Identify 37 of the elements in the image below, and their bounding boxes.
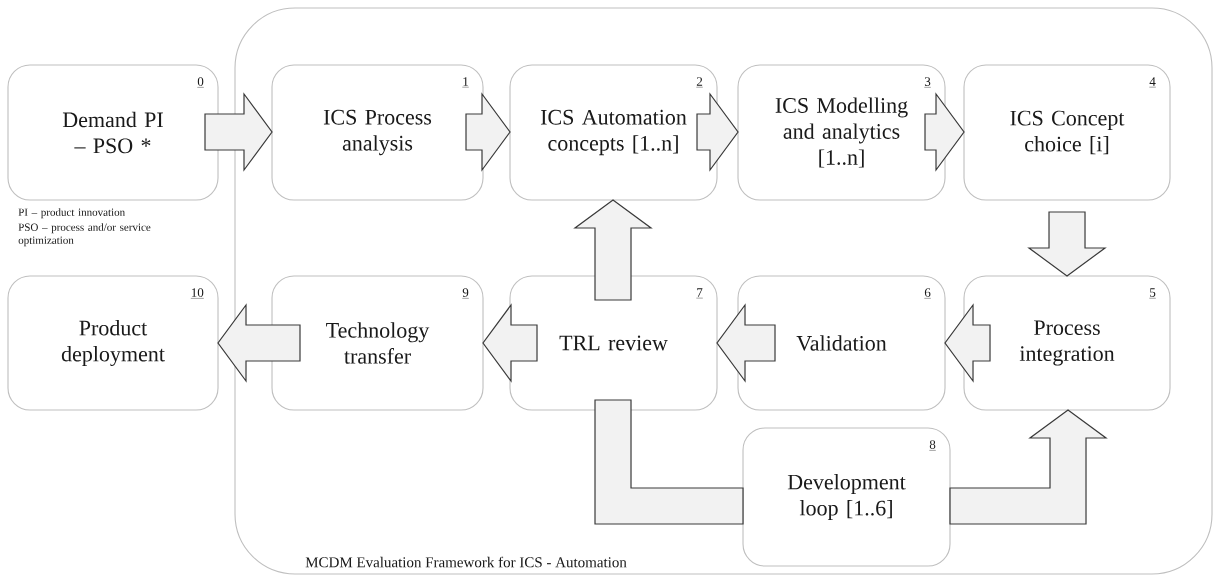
step-number: 3 [924,77,931,88]
step-number: 2 [696,77,703,88]
block-arrow [924,92,965,172]
box-title: Technology transfer [326,322,430,364]
step-number: 6 [924,288,931,299]
box-title: ICS Process analysis [323,109,432,156]
box-title: Validation [796,335,887,351]
block-arrow [217,303,301,383]
step-number: 8 [929,440,936,451]
block-arrow [594,399,744,525]
block-arrow [944,303,991,383]
step-number: 10 [190,288,204,299]
step-number: 0 [197,77,204,88]
step-number: 4 [1149,77,1156,88]
block-arrow [696,92,739,172]
step-number: 9 [462,288,469,299]
box-title: ICS Automation concepts [1..n] [540,109,687,156]
box-title: ICS Modelling and analytics [1..n] [775,97,908,168]
block-arrow [949,409,1108,525]
box-title: Process integration [1019,320,1115,366]
box-title: ICS Concept choice [i] [1010,110,1125,155]
block-arrow [204,92,273,172]
footnote-text: PI – product innovation [18,208,125,219]
step-number: 5 [1149,288,1156,299]
block-arrow [1027,211,1107,277]
box-title: Product deployment [61,320,165,366]
block-arrow [465,92,511,172]
step-number: 7 [696,288,703,299]
step-number: 1 [462,77,469,88]
framework-title: MCDM Evaluation Framework for ICS - Automation [305,556,627,568]
box-title: Development loop [1..6] [787,474,906,520]
footnote-text: PSO – process and/or service optimization [18,223,151,247]
box-title: Demand PI – PSO * [62,111,163,154]
block-arrow [716,303,776,383]
box-title: TRL review [559,335,668,351]
block-arrow [482,303,538,383]
block-arrow [573,199,653,301]
